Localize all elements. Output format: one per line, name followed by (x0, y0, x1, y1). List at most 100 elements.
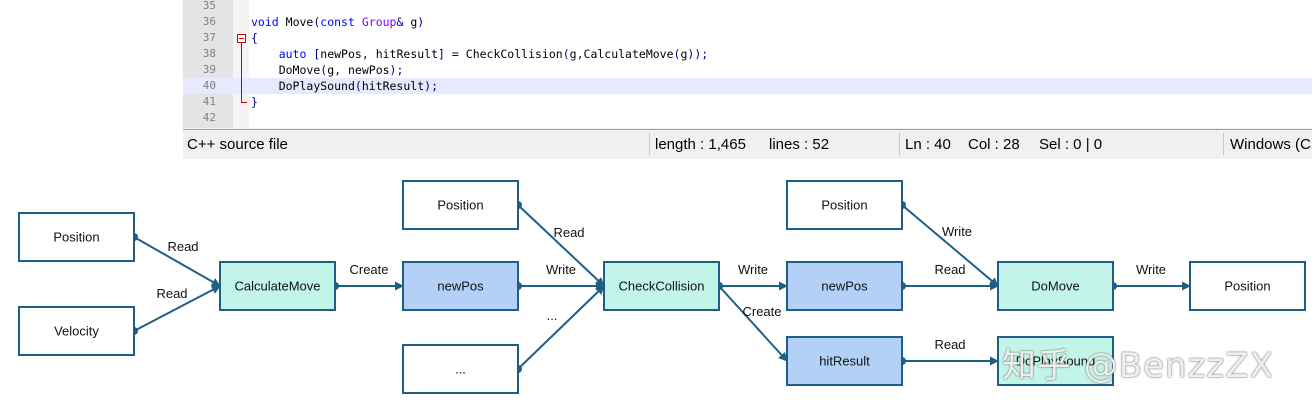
node-box[interactable] (18, 212, 135, 262)
edge-label: Create (349, 262, 388, 277)
code-line[interactable]: 36 void Move(const Group& g) (183, 14, 1312, 30)
status-length: length : 1,465 (655, 136, 746, 153)
code-text: auto [newPos, hitResult] = CheckCollisio… (278, 47, 709, 61)
node-box[interactable] (786, 261, 903, 311)
edge-label: Read (156, 286, 187, 301)
edge-label: Read (167, 239, 198, 254)
code-text: void Move(const Group& g) (251, 15, 425, 29)
node-box[interactable] (997, 261, 1114, 311)
line-number: 40 (202, 79, 216, 92)
code-text: DoPlaySound(hitResult); (278, 79, 438, 93)
status-bar: C++ source file length : 1,465 lines : 5… (183, 129, 1312, 159)
node-box[interactable] (786, 180, 903, 230)
fold-toggle-icon[interactable] (237, 34, 246, 43)
node-label: CalculateMove (235, 279, 321, 294)
node-position-3[interactable]: Position (786, 180, 903, 230)
node-box[interactable] (219, 261, 336, 311)
edge-checkcollision-to-hitresult (718, 285, 788, 362)
status-sel: Sel : 0 | 0 (1039, 136, 1103, 153)
edge-velocity-to-calculatemove (133, 285, 221, 332)
edge-ellipsis-to-checkcollision (517, 285, 605, 370)
node-newpos-1[interactable]: newPos (402, 261, 519, 311)
node-newpos-2[interactable]: newPos (786, 261, 903, 311)
status-col: Col : 28 (968, 136, 1020, 153)
node-label: newPos (437, 279, 484, 294)
edge-labels-layer: ReadReadCreateReadWrite...WriteCreateWri… (156, 224, 1166, 352)
line-number: 37 (202, 31, 216, 44)
node-box[interactable] (18, 306, 135, 356)
node-checkcollision[interactable]: CheckCollision (603, 261, 720, 311)
code-line[interactable]: 41 } (183, 94, 1312, 110)
node-label: Position (437, 198, 483, 213)
node-box[interactable] (786, 336, 903, 386)
code-area[interactable] (183, 0, 1312, 128)
edge-label: Write (1136, 262, 1166, 277)
code-editor[interactable]: 35 36 void Move(const Group& g) 37 { 38 … (183, 0, 1312, 159)
status-ln: Ln : 40 (905, 136, 951, 153)
edge-label: ... (547, 308, 558, 323)
node-domove[interactable]: DoMove (997, 261, 1114, 311)
line-number: 36 (202, 15, 216, 28)
edge-label: Read (934, 262, 965, 277)
edge-label: Read (934, 337, 965, 352)
code-line[interactable]: 42 (183, 110, 1312, 126)
line-number: 41 (202, 95, 216, 108)
status-separator (899, 133, 900, 155)
node-label: ... (455, 362, 466, 377)
fold-end-marker (241, 102, 247, 103)
node-box[interactable] (402, 261, 519, 311)
line-number: 39 (202, 63, 216, 76)
status-file-type: C++ source file (187, 136, 288, 153)
node-box[interactable] (402, 180, 519, 230)
edge-label: Write (738, 262, 768, 277)
node-label: CheckCollision (619, 279, 705, 294)
node-label: Velocity (54, 324, 99, 339)
code-text: DoMove(g, newPos); (278, 63, 404, 77)
node-label: Position (1224, 279, 1270, 294)
node-ellipsis[interactable]: ... (402, 344, 519, 394)
code-text: } (251, 95, 258, 109)
node-position-1[interactable]: Position (18, 212, 135, 262)
node-box[interactable] (1189, 261, 1306, 311)
node-position-4[interactable]: Position (1189, 261, 1306, 311)
code-line[interactable]: 37 { (183, 30, 1312, 46)
node-box[interactable] (603, 261, 720, 311)
code-line[interactable]: 38 auto [newPos, hitResult] = CheckColli… (183, 46, 1312, 62)
node-label: newPos (821, 279, 868, 294)
node-velocity[interactable]: Velocity (18, 306, 135, 356)
code-line[interactable]: 35 (183, 0, 1312, 14)
node-box[interactable] (997, 336, 1114, 386)
edge-position-3-to-domove (901, 204, 999, 287)
fold-guide-line (241, 43, 242, 102)
edge-label: Write (942, 224, 972, 239)
node-label: Position (53, 230, 99, 245)
line-number-gutter (183, 0, 233, 128)
node-label: hitResult (819, 354, 870, 369)
line-number: 42 (202, 111, 216, 124)
edge-label: Write (546, 262, 576, 277)
status-lines: lines : 52 (769, 136, 830, 153)
edge-position-1-to-calculatemove (133, 236, 221, 287)
node-label: DoPlaySound (1016, 354, 1096, 369)
line-number: 38 (202, 47, 216, 60)
node-label: DoMove (1031, 279, 1079, 294)
node-calculatemove[interactable]: CalculateMove (219, 261, 336, 311)
node-position-2[interactable]: Position (402, 180, 519, 230)
current-code-line[interactable]: 40 DoPlaySound(hitResult); (183, 78, 1312, 94)
status-separator (1223, 133, 1224, 155)
node-hitresult[interactable]: hitResult (786, 336, 903, 386)
line-number: 35 (202, 0, 216, 12)
node-doplaysound[interactable]: DoPlaySound (997, 336, 1114, 386)
edge-label: Read (553, 225, 584, 240)
code-line[interactable]: 39 DoMove(g, newPos); (183, 62, 1312, 78)
node-box[interactable] (402, 344, 519, 394)
watermark-text: 知乎 @BenzzZX (1002, 346, 1274, 386)
edge-position-2-to-checkcollision (517, 204, 605, 287)
status-eol: Windows (C (1230, 136, 1311, 153)
status-separator (649, 133, 650, 155)
code-text: { (251, 31, 258, 45)
edge-label: Create (742, 304, 781, 319)
node-label: Position (821, 198, 867, 213)
